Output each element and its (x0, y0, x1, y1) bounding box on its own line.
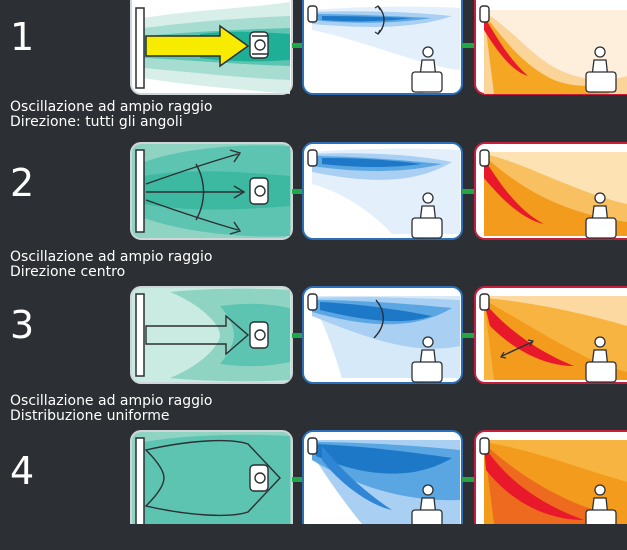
mode-number: 1 (10, 18, 34, 56)
side-view-airflow-panel (302, 286, 463, 384)
top-view-panel (130, 0, 293, 96)
mode-caption: Oscillazione ad ampio raggio Direzione c… (10, 250, 213, 280)
air-conditioner-icon (480, 6, 489, 22)
mode-row-3: 3 (0, 286, 627, 406)
air-conditioner-icon (308, 438, 317, 454)
top-view-panel (130, 430, 293, 524)
mode-caption: Oscillazione ad ampio raggio Direzione: … (10, 100, 213, 130)
air-conditioner-icon (308, 150, 317, 166)
air-conditioner-icon (480, 438, 489, 454)
mode-row-2: 2 (0, 142, 627, 262)
mode-number: 3 (10, 306, 34, 344)
air-conditioner-icon (308, 294, 317, 310)
air-conditioner-icon (308, 6, 317, 22)
side-view-heat-panel (474, 286, 627, 384)
mode-row-4: 4 (0, 430, 627, 550)
air-conditioner-icon (136, 438, 144, 524)
side-view-airflow-panel (302, 142, 463, 240)
side-view-airflow-panel (302, 0, 463, 96)
side-view-airflow-panel (302, 430, 463, 524)
air-conditioner-icon (480, 150, 489, 166)
seated-person-icon (250, 465, 268, 491)
top-view-panel (130, 286, 293, 384)
air-conditioner-icon (136, 294, 144, 376)
seated-person-icon (250, 32, 268, 58)
top-view-panel (130, 142, 293, 240)
seated-person-icon (250, 178, 268, 204)
side-view-heat-panel (474, 142, 627, 240)
air-conditioner-icon (136, 150, 144, 232)
caption-line: Distribuzione uniforme (10, 409, 213, 424)
mode-caption: Oscillazione ad ampio raggio Distribuzio… (10, 394, 213, 424)
caption-line: Direzione centro (10, 265, 213, 280)
caption-line: Oscillazione ad ampio raggio (10, 100, 213, 115)
side-view-heat-panel (474, 0, 627, 96)
caption-line: Oscillazione ad ampio raggio (10, 394, 213, 409)
caption-line: Oscillazione ad ampio raggio (10, 250, 213, 265)
mode-number: 2 (10, 164, 34, 202)
air-conditioner-icon (480, 294, 489, 310)
caption-line: Direzione: tutti gli angoli (10, 115, 213, 130)
side-view-heat-panel (474, 430, 627, 524)
mode-number: 4 (10, 452, 34, 490)
seated-person-icon (250, 322, 268, 348)
air-conditioner-icon (136, 8, 144, 88)
